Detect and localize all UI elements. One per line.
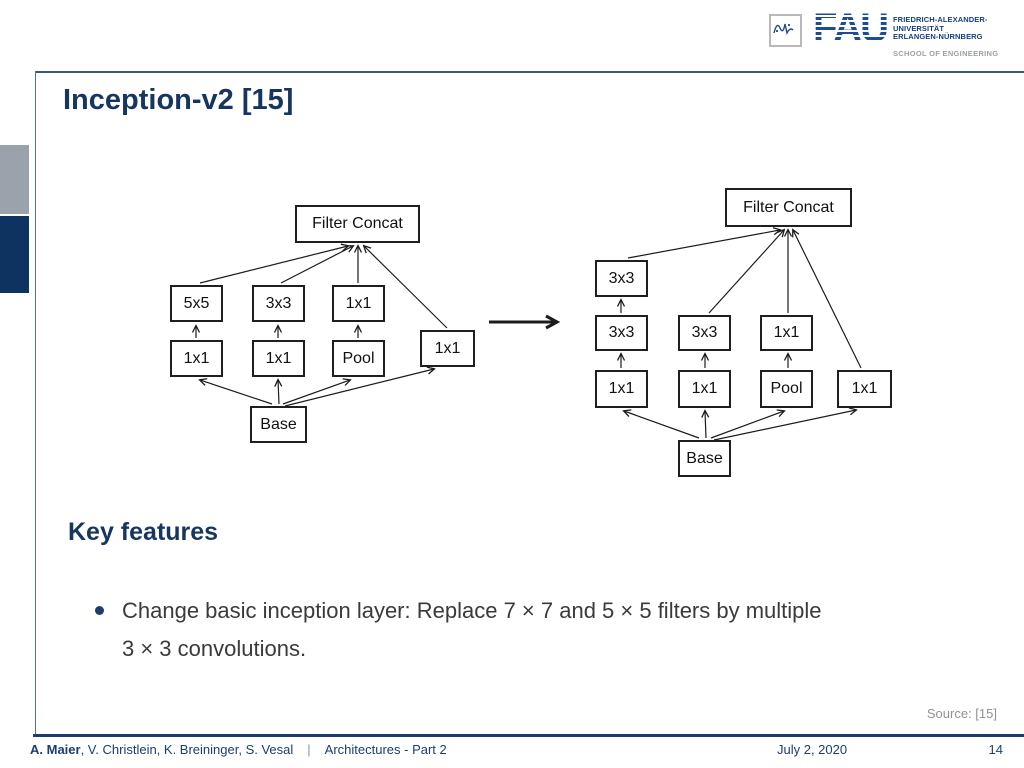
diagram-box-1x1-left-top: 1x1 xyxy=(332,285,385,322)
page-title: Inception-v2 [15] xyxy=(63,84,294,116)
diagram-box-3x3-right-top: 3x3 xyxy=(595,260,648,297)
diagram-box-filter-concat-left: Filter Concat xyxy=(295,205,420,243)
section-heading: Key features xyxy=(68,518,219,546)
university-name-line2: UNIVERSITÄT xyxy=(893,23,945,33)
diagram-box-1x1-right-b1: 1x1 xyxy=(595,370,648,408)
footer-authors: A. Maier, V. Christlein, K. Breininger, … xyxy=(30,742,447,757)
footer-course: Architectures - Part 2 xyxy=(324,742,447,757)
diagram-box-1x1-right-b2: 1x1 xyxy=(678,370,731,408)
school-name: SCHOOL OF ENGINEERING xyxy=(893,49,999,58)
diagram-box-filter-concat-right: Filter Concat xyxy=(725,188,852,227)
footer-page-number: 14 xyxy=(988,742,1003,757)
bullet-text-line1: Change basic inception layer: Replace 7 … xyxy=(122,598,822,623)
footer-date: July 2, 2020 xyxy=(777,742,848,757)
frame-left-line xyxy=(35,71,36,734)
diagram-box-base-right: Base xyxy=(678,440,731,477)
sidebar-accent-navy xyxy=(0,216,29,293)
source-note: Source: [15] xyxy=(926,706,997,721)
diagram-box-pool-left: Pool xyxy=(332,340,385,377)
wave-icon xyxy=(773,23,794,36)
pattern-recognition-lab-icon xyxy=(769,14,802,47)
diagram-box-pool-right: Pool xyxy=(760,370,813,408)
diagram-box-3x3-left: 3x3 xyxy=(252,285,305,322)
diagram-box-3x3-right-b2: 3x3 xyxy=(678,315,731,351)
footer: A. Maier, V. Christlein, K. Breininger, … xyxy=(0,742,1024,762)
footer-author-bold: A. Maier xyxy=(30,742,81,757)
diagram-box-1x1-left-a: 1x1 xyxy=(170,340,223,377)
fau-logo-stripes xyxy=(811,12,899,48)
sidebar-accent-gray xyxy=(0,145,29,214)
bullet-icon xyxy=(95,606,104,615)
bullet-text-line2: 3 × 3 convolutions. xyxy=(122,636,307,661)
diagram-box-1x1-right-b4: 1x1 xyxy=(837,370,892,408)
frame-bottom-line xyxy=(33,734,1024,737)
footer-authors-rest: , V. Christlein, K. Breininger, S. Vesal xyxy=(80,742,294,757)
diagram-box-base-left: Base xyxy=(250,406,307,443)
bullet-text: Change basic inception layer: Replace 7 … xyxy=(122,592,982,668)
university-name-line3: ERLANGEN-NÜRNBERG xyxy=(893,32,983,41)
diagram-box-1x1-left-b: 1x1 xyxy=(252,340,305,377)
footer-separator: | xyxy=(307,742,311,757)
diagram-box-3x3-right-mid: 3x3 xyxy=(595,315,648,351)
frame-top-line xyxy=(35,71,1024,73)
diagram-box-5x5: 5x5 xyxy=(170,285,223,322)
diagram-box-1x1-right-b3: 1x1 xyxy=(760,315,813,351)
university-name-line1: FRIEDRICH-ALEXANDER- xyxy=(893,15,988,24)
diagram-box-1x1-left-right: 1x1 xyxy=(420,330,475,367)
university-name: FRIEDRICH-ALEXANDER- UNIVERSITÄT ERLANGE… xyxy=(893,15,988,42)
